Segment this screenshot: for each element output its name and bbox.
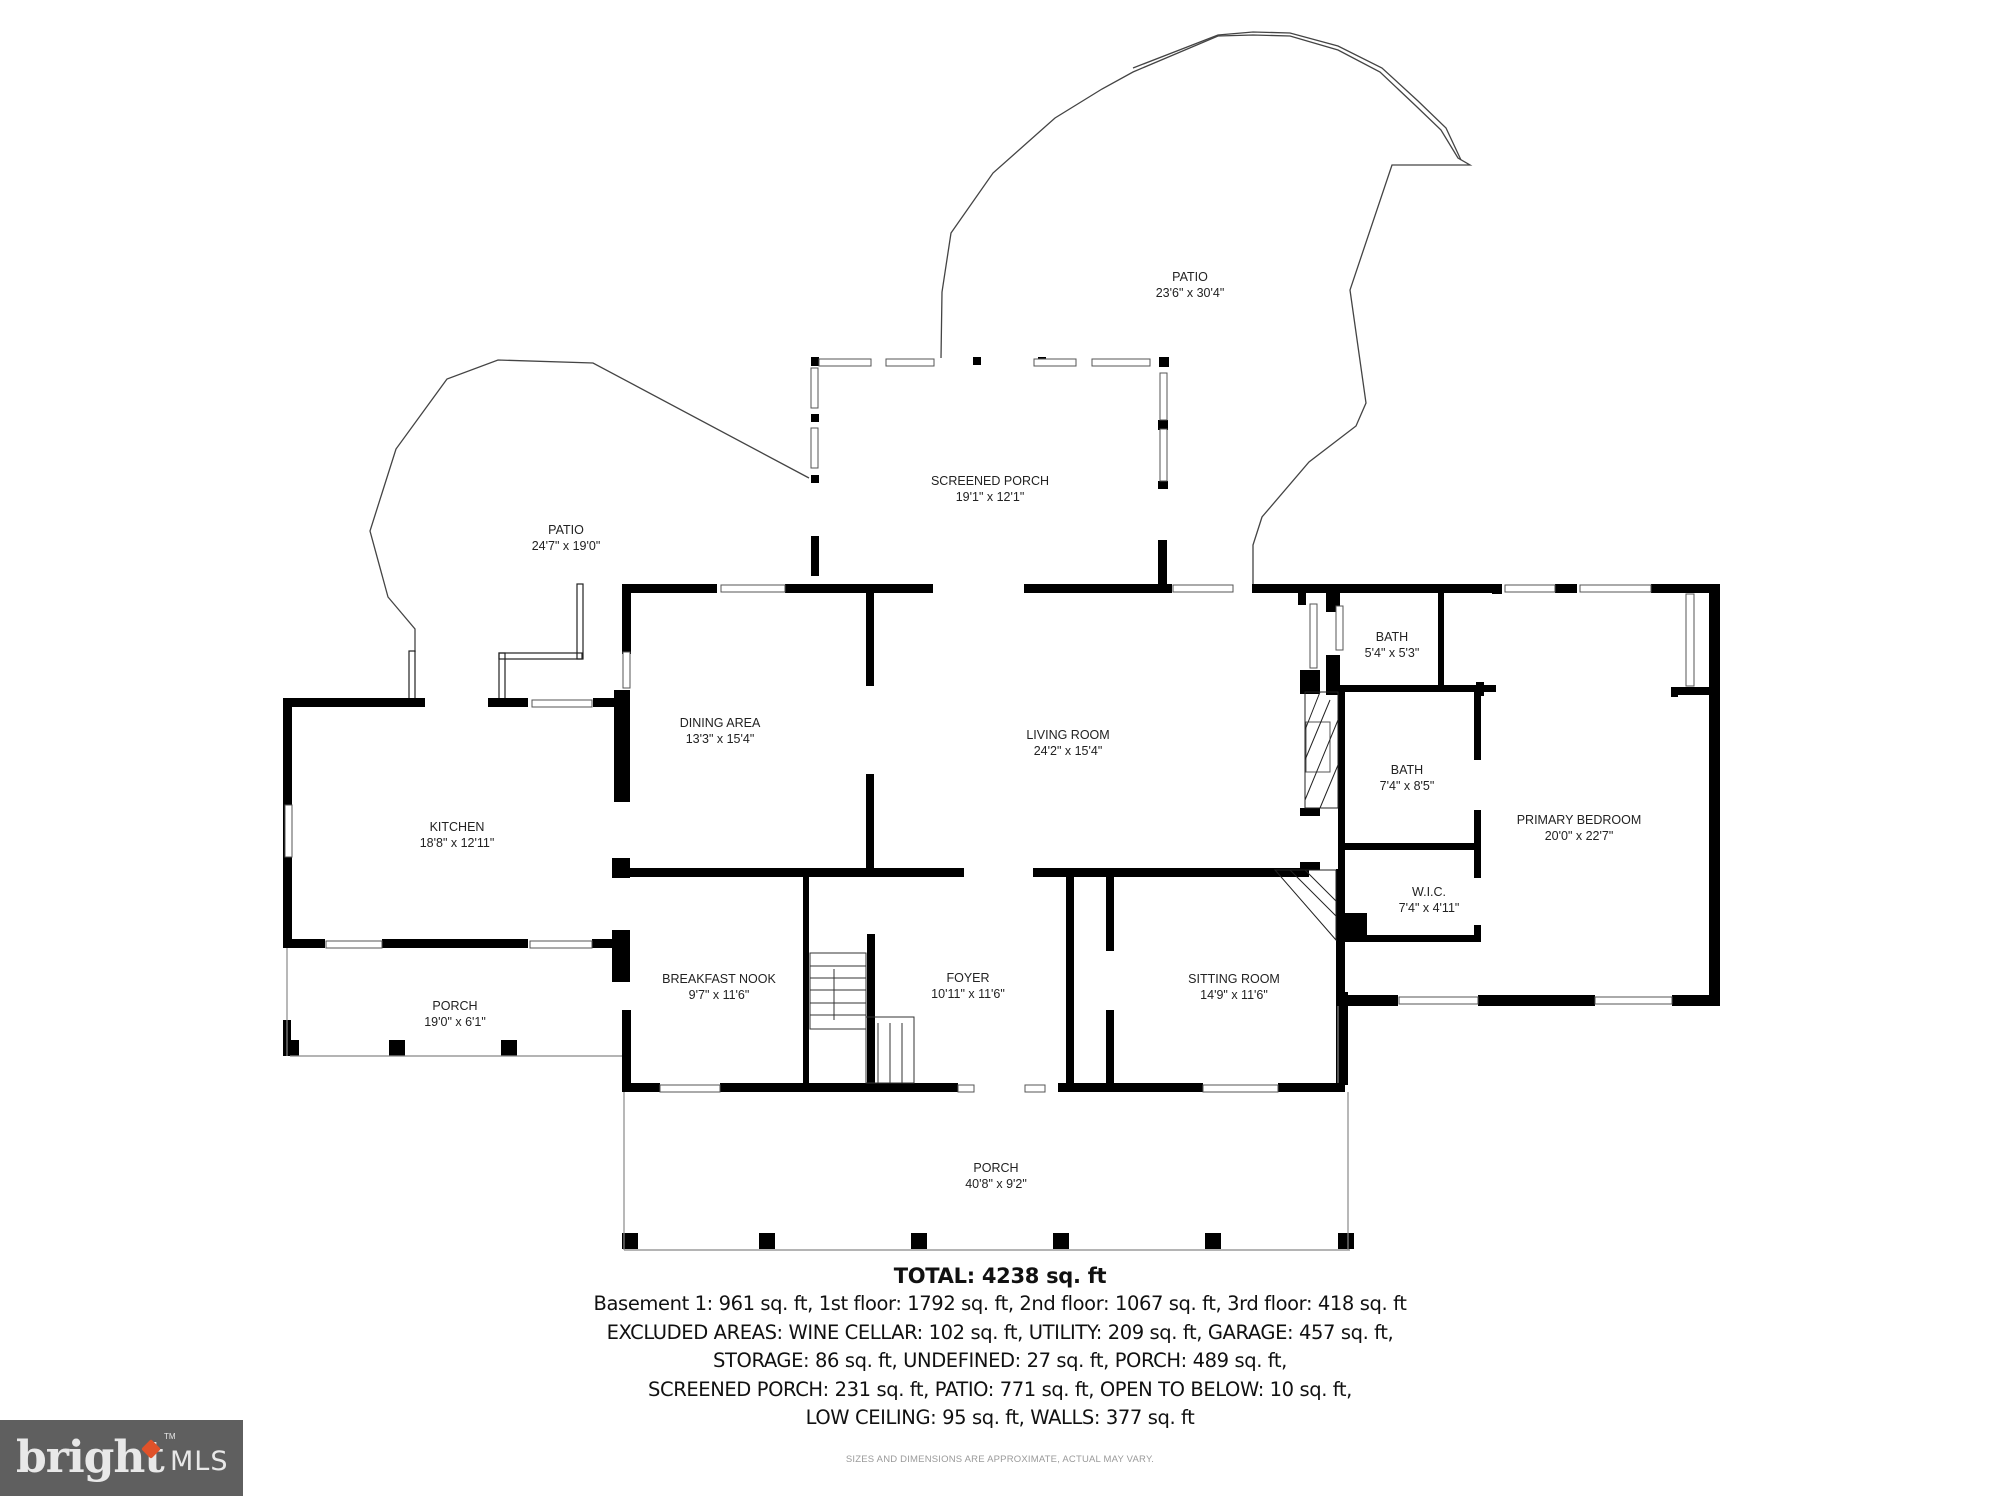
room-dimensions: 19'0" x 6'1"	[424, 1015, 486, 1029]
room-dimensions: 13'3" x 15'4"	[685, 732, 755, 746]
patio-north-rail	[1132, 31, 1462, 161]
room-name: BATH	[1390, 763, 1424, 777]
patio-stubs	[408, 583, 584, 702]
room-name: BATH	[1375, 630, 1409, 644]
room-label-kitchen: KITCHEN 18'8" x 12'11"	[420, 819, 495, 851]
logo-mls-text: MLS	[170, 1446, 229, 1477]
room-label-screened-porch: SCREENED PORCH 19'1" x 12'1"	[931, 473, 1049, 505]
patio-west-outline	[369, 359, 810, 652]
room-label-sitting-room: SITTING ROOM 14'9" x 11'6"	[1188, 971, 1280, 1003]
room-name: DINING AREA	[679, 716, 761, 730]
room-name: W.I.C.	[1411, 885, 1447, 899]
room-name: KITCHEN	[429, 820, 485, 834]
total-area: TOTAL: 4238 sq. ft	[893, 1264, 1107, 1288]
excluded-areas-line-4: LOW CEILING: 95 sq. ft, WALLS: 377 sq. f…	[805, 1406, 1195, 1429]
room-name: PRIMARY BEDROOM	[1516, 813, 1642, 827]
room-label-porch-west: PORCH 19'0" x 6'1"	[424, 998, 486, 1030]
room-dimensions: 40'8" x 9'2"	[965, 1177, 1027, 1191]
room-name: PATIO	[548, 523, 584, 537]
fireplace-hatching	[1273, 691, 1339, 942]
excluded-areas-line-3: SCREENED PORCH: 231 sq. ft, PATIO: 771 s…	[648, 1377, 1352, 1401]
logo-trademark: TM	[164, 1432, 176, 1441]
room-dimensions: 5'4" x 5'3"	[1364, 646, 1420, 660]
room-label-patio-north: PATIO 23'6" x 30'4"	[1156, 269, 1225, 301]
room-label-porch-front: PORCH 40'8" x 9'2"	[965, 1160, 1027, 1192]
room-dimensions: 18'8" x 12'11"	[419, 836, 495, 850]
room-name: BREAKFAST NOOK	[662, 972, 776, 986]
disclaimer: SIZES AND DIMENSIONS ARE APPROXIMATE, AC…	[845, 1454, 1155, 1465]
room-dimensions: 10'11" x 11'6"	[931, 987, 1005, 1001]
room-label-foyer: FOYER 10'11" x 11'6"	[931, 970, 1005, 1002]
room-label-dining-area: DINING AREA 13'3" x 15'4"	[680, 715, 761, 747]
room-label-living-room: LIVING ROOM 24'2" x 15'4"	[1026, 727, 1109, 759]
room-dimensions: 7'4" x 4'11"	[1398, 901, 1460, 915]
room-label-bath-1: BATH 5'4" x 5'3"	[1365, 629, 1420, 661]
logo-wordmark: bright	[16, 1432, 165, 1483]
room-name: PATIO	[1172, 270, 1208, 284]
patio-outlines	[369, 31, 1473, 652]
room-name: SITTING ROOM	[1188, 972, 1280, 986]
room-dimensions: 19'1" x 12'1"	[955, 490, 1025, 504]
room-dimensions: 23'6" x 30'4"	[1155, 286, 1225, 300]
excluded-areas-line-2: STORAGE: 86 sq. ft, UNDEFINED: 27 sq. ft…	[713, 1349, 1287, 1372]
room-label-bath-2: BATH 7'4" x 8'5"	[1380, 762, 1435, 794]
room-dimensions: 24'7" x 19'0"	[531, 539, 601, 553]
area-summary: TOTAL: 4238 sq. ft Basement 1: 961 sq. f…	[0, 1262, 2000, 1433]
room-name: PORCH	[973, 1161, 1019, 1175]
bright-mls-logo: bright TM MLS	[0, 1420, 243, 1496]
room-dimensions: 14'9" x 11'6"	[1200, 988, 1268, 1002]
room-name: LIVING ROOM	[1026, 728, 1110, 742]
room-label-primary-bedroom: PRIMARY BEDROOM 20'0" x 22'7"	[1517, 812, 1642, 844]
room-label-wic: W.I.C. 7'4" x 4'11"	[1399, 884, 1460, 916]
room-name: FOYER	[946, 971, 990, 985]
walls	[283, 357, 1720, 1249]
windows	[284, 358, 1695, 1093]
room-name: SCREENED PORCH	[930, 474, 1050, 488]
floor-areas-line: Basement 1: 961 sq. ft, 1st floor: 1792 …	[593, 1292, 1407, 1315]
room-dimensions: 24'2" x 15'4"	[1033, 744, 1103, 758]
room-label-patio-west: PATIO 24'7" x 19'0"	[532, 522, 601, 554]
room-name: PORCH	[432, 999, 478, 1013]
patio-north-outline	[940, 34, 1473, 587]
stairs	[809, 952, 915, 1084]
room-dimensions: 7'4" x 8'5"	[1379, 779, 1435, 793]
room-dimensions: 20'0" x 22'7"	[1544, 829, 1614, 843]
room-dimensions: 9'7" x 11'6"	[688, 988, 750, 1002]
excluded-areas-line-1: EXCLUDED AREAS: WINE CELLAR: 102 sq. ft,…	[606, 1320, 1394, 1344]
room-label-breakfast-nook: BREAKFAST NOOK 9'7" x 11'6"	[662, 971, 776, 1003]
thin-lines	[286, 948, 1350, 1251]
